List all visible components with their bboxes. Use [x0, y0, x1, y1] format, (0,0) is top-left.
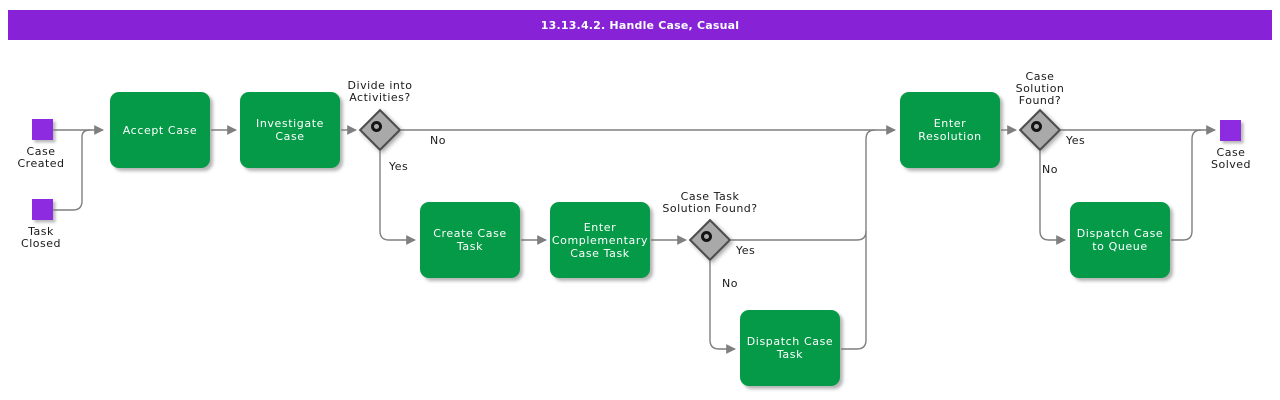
task-enter-resolution: Enter Resolution [900, 92, 1000, 168]
gateway2-question: Case Task Solution Found? [662, 190, 758, 215]
event-case-created [32, 119, 53, 140]
gateway-case-solution-found [1018, 108, 1062, 152]
connector-gateway2-no-to-dispatch-task [709, 261, 736, 354]
event-case-created-label: Case Created [17, 145, 65, 170]
connector-dispatch-task-collector [841, 129, 876, 350]
gateway3-no-label: No [1042, 163, 1058, 176]
gateway3-yes-label: Yes [1066, 134, 1086, 147]
gateway2-yes-label: Yes [736, 244, 756, 257]
connector-gateway3-no-to-dispatch-queue [1039, 151, 1066, 245]
gateway1-question: Divide into Activities? [347, 79, 413, 104]
gateway3-question: Case Solution Found? [1015, 70, 1065, 107]
task-accept-case: Accept Case [110, 92, 210, 168]
gateway-case-task-solution-found [688, 218, 732, 262]
diagram-title-banner: 13.13.4.2. Handle Case, Casual [8, 10, 1272, 40]
gateway-circle-icon [701, 231, 712, 242]
diagram-title: 13.13.4.2. Handle Case, Casual [540, 18, 740, 32]
connector-dispatch-queue-up [1171, 129, 1202, 241]
connector-task-closed-merge [53, 129, 91, 211]
gateway-circle-icon [1031, 121, 1042, 132]
task-dispatch-case-to-queue: Dispatch Case to Queue [1070, 202, 1170, 278]
gateway-circle-icon [371, 121, 382, 132]
event-case-solved [1220, 120, 1241, 141]
event-task-closed-label: Task Closed [21, 225, 61, 250]
gateway-divide-into-activities [358, 108, 402, 152]
task-create-case-task: Create Case Task [420, 202, 520, 278]
event-case-solved-label: Case Solved [1210, 146, 1252, 171]
gateway2-no-label: No [722, 277, 738, 290]
task-dispatch-case-task: Dispatch Case Task [740, 310, 840, 386]
connector-gateway2-yes-up [731, 230, 867, 241]
task-enter-complementary-case-task: Enter Complementary Case Task [550, 202, 650, 278]
gateway1-yes-label: Yes [389, 160, 409, 173]
event-task-closed [32, 199, 53, 220]
connector-gateway1-yes-to-create-task [379, 151, 416, 245]
task-investigate-case: Investigate Case [240, 92, 340, 168]
gateway1-no-label: No [430, 134, 446, 147]
